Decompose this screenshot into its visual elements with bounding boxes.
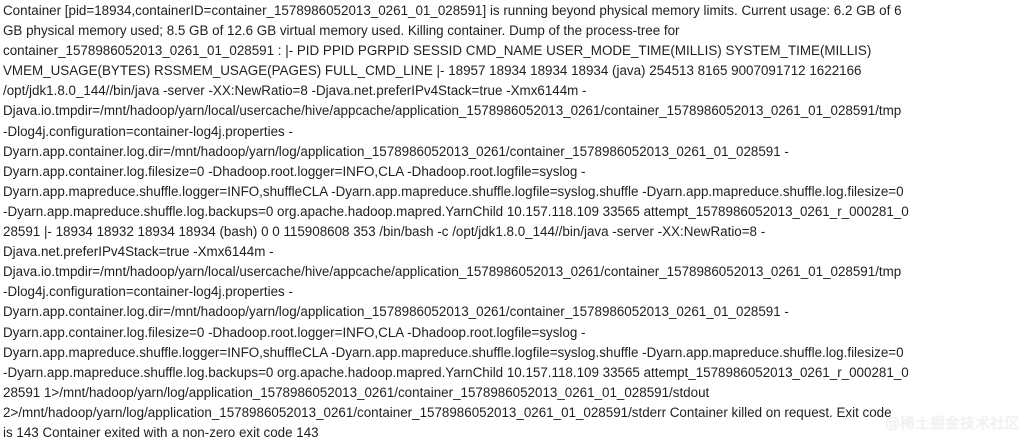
log-output: Container [pid=18934,containerID=contain… xyxy=(3,0,1027,443)
log-line: Djava.io.tmpdir=/mnt/hadoop/yarn/local/u… xyxy=(3,103,902,119)
log-line: is 143 Container exited with a non-zero … xyxy=(3,424,319,440)
log-line: Dyarn.app.mapreduce.shuffle.logger=INFO,… xyxy=(3,344,904,360)
log-line: -Dlog4j.configuration=container-log4j.pr… xyxy=(3,284,293,300)
log-line: 28591 |- 18934 18932 18934 18934 (bash) … xyxy=(3,224,766,240)
log-line: Dyarn.app.container.log.filesize=0 -Dhad… xyxy=(3,324,586,340)
log-line: Dyarn.app.mapreduce.shuffle.logger=INFO,… xyxy=(3,183,904,199)
watermark-text: @稀土掘金技术社区 xyxy=(884,414,1020,432)
log-line: -Dyarn.app.mapreduce.shuffle.log.backups… xyxy=(3,203,909,219)
watermark: @稀土掘金技术社区 xyxy=(866,412,1020,433)
log-line: Dyarn.app.container.log.dir=/mnt/hadoop/… xyxy=(3,143,789,159)
log-line: Container [pid=18934,containerID=contain… xyxy=(3,3,902,18)
log-line: 28591 1>/mnt/hadoop/yarn/log/application… xyxy=(3,384,710,400)
log-line: -Dyarn.app.mapreduce.shuffle.log.backups… xyxy=(3,364,909,380)
log-line: GB physical memory used; 8.5 GB of 12.6 … xyxy=(3,23,680,39)
log-line: 2>/mnt/hadoop/yarn/log/application_15789… xyxy=(3,404,892,420)
juejin-logo-icon xyxy=(866,415,881,430)
log-line: container_1578986052013_0261_01_028591 :… xyxy=(3,43,872,59)
log-line: VMEM_USAGE(BYTES) RSSMEM_USAGE(PAGES) FU… xyxy=(3,63,862,79)
log-line: Dyarn.app.container.log.dir=/mnt/hadoop/… xyxy=(3,304,789,320)
log-line: Dyarn.app.container.log.filesize=0 -Dhad… xyxy=(3,163,586,179)
log-line: -Dlog4j.configuration=container-log4j.pr… xyxy=(3,123,293,139)
log-line: Djava.net.preferIPv4Stack=true -Xmx6144m… xyxy=(3,244,274,260)
log-line: Djava.io.tmpdir=/mnt/hadoop/yarn/local/u… xyxy=(3,264,902,280)
log-line: /opt/jdk1.8.0_144//bin/java -server -XX:… xyxy=(3,83,587,99)
